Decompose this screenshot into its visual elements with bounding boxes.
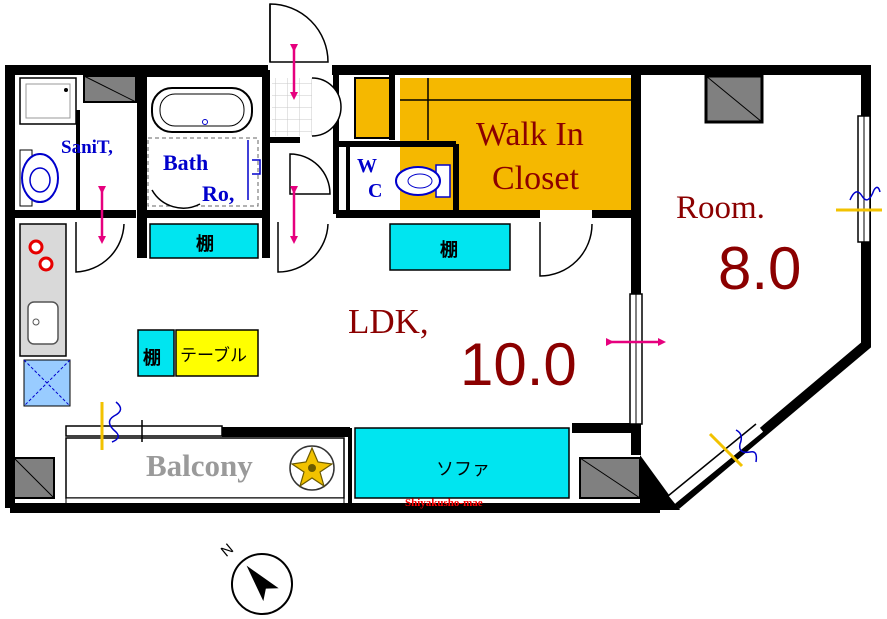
kitchen-counter — [19, 223, 67, 357]
label-shelf-left: 棚 — [196, 234, 214, 254]
label-balcony: Balcony — [146, 448, 253, 483]
label-sofa: ソファ — [436, 459, 490, 479]
shelf-left — [149, 223, 259, 259]
label-table: テーブル — [180, 346, 247, 365]
door-swings — [75, 3, 593, 277]
stove-burner — [38, 256, 54, 272]
bath-area — [147, 137, 259, 207]
toilet — [395, 164, 451, 198]
door-arrows — [98, 44, 666, 346]
label-walk-in-line1: Walk In — [476, 116, 584, 153]
plant-icon — [289, 445, 335, 491]
sliding-door-ldk-room — [629, 293, 643, 425]
window-squiggles — [108, 186, 881, 463]
window-balcony — [65, 420, 223, 442]
window-marks — [100, 208, 882, 468]
label-room-size: 8.0 — [718, 235, 802, 302]
window-right — [857, 115, 871, 243]
tiled-entrance — [272, 78, 312, 136]
label-shelf-center: 棚 — [440, 240, 458, 260]
label-walk-in-line2: Closet — [492, 160, 579, 197]
compass-icon — [231, 553, 293, 615]
label-room-name: Room. — [676, 190, 765, 226]
sofa — [354, 427, 570, 499]
shower-tray — [19, 77, 77, 125]
label-shelf-small: 棚 — [143, 348, 161, 368]
label-sanitary: SaniT, — [61, 137, 113, 158]
station-name: Shiyakusho-mae — [405, 497, 483, 509]
bathtub — [151, 87, 253, 133]
shelf-center — [389, 223, 511, 271]
label-bath-line2: Ro, — [202, 181, 235, 206]
washbasin — [19, 149, 59, 207]
kitchen-sink — [27, 301, 59, 345]
label-ldk-size: 10.0 — [460, 331, 577, 398]
label-wc-line1: W — [357, 155, 377, 177]
dining-table — [175, 329, 259, 377]
label-bath-line1: Bath — [163, 150, 209, 175]
stove-burner — [28, 239, 44, 255]
label-wc-line2: C — [368, 180, 383, 202]
label-ldk-name: LDK, — [348, 302, 429, 341]
shelf-small — [137, 329, 175, 377]
window-diagonal — [667, 423, 765, 505]
